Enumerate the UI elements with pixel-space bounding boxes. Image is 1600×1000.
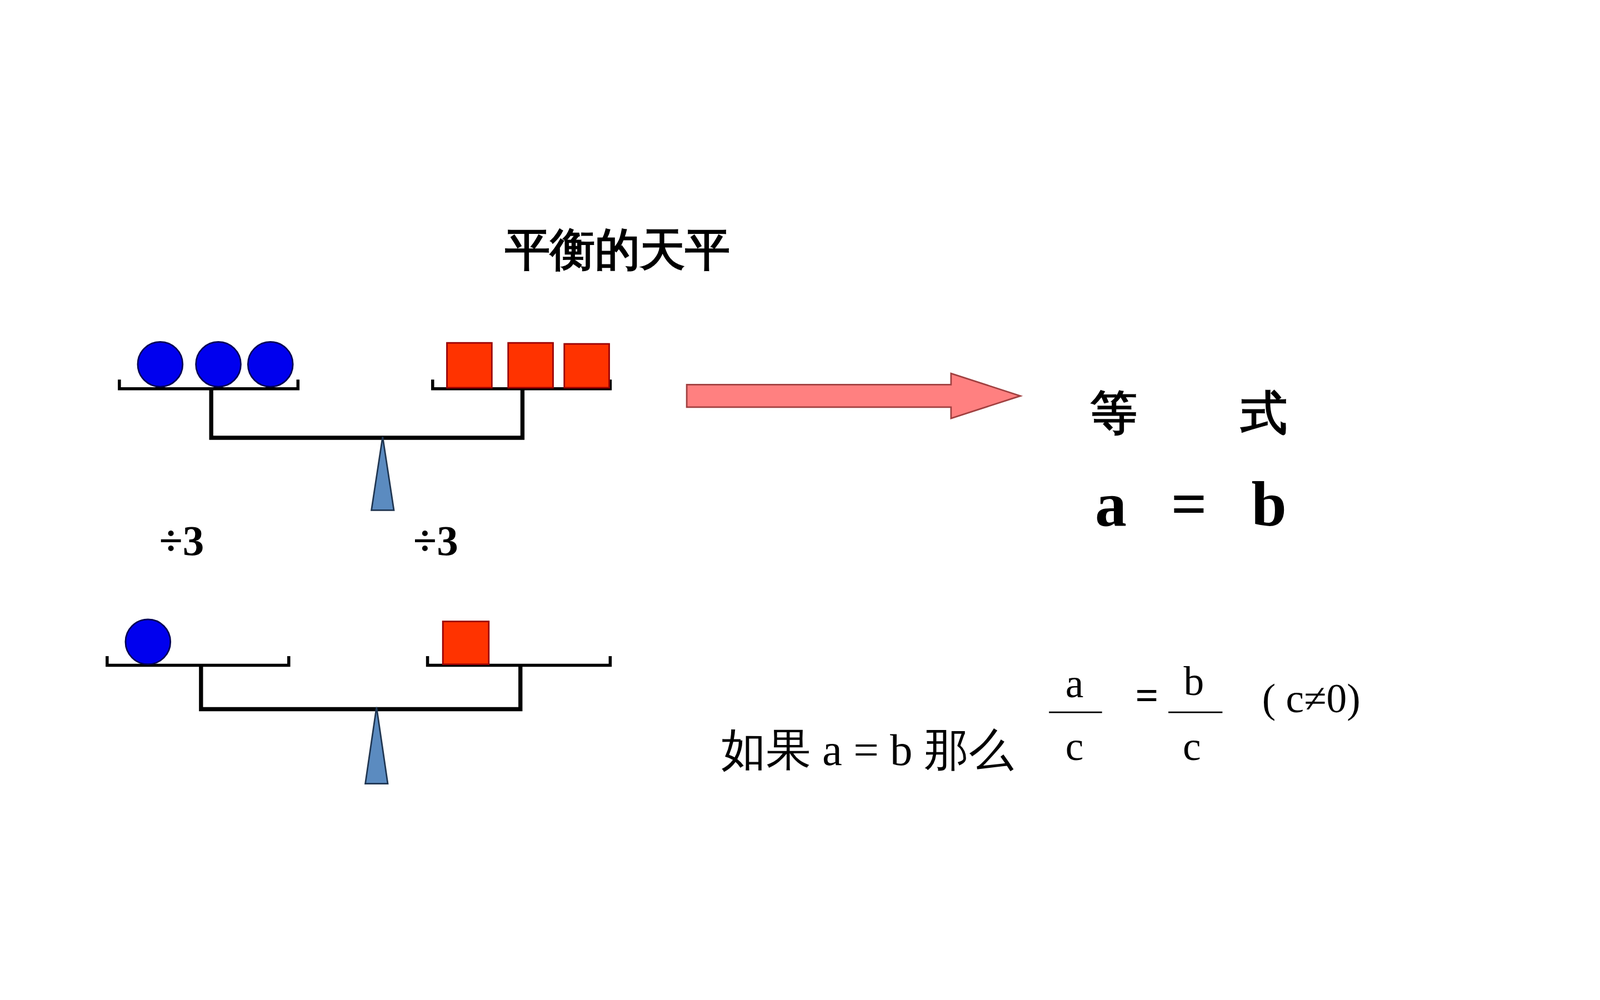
operation-label: ÷3 (158, 517, 204, 565)
numerator: a (1065, 661, 1084, 707)
square (442, 621, 489, 665)
fulcrum (371, 436, 394, 510)
condition-text: ( c≠0) (1262, 676, 1361, 722)
denominator: c (1182, 724, 1202, 770)
equation: a = b (1095, 470, 1287, 540)
ball (125, 619, 171, 665)
squares-top (446, 342, 609, 388)
denominator: c (1065, 724, 1084, 770)
operation-label: ÷3 (413, 517, 459, 565)
big-arrow (686, 373, 1021, 419)
title: 平衡的天平 (505, 225, 730, 275)
balls-top (137, 341, 293, 387)
statement-text: 如果 a = b 那么 (721, 725, 1014, 775)
balance-bottom (107, 656, 611, 710)
numerator: b (1183, 659, 1205, 705)
equals-sign: = (1135, 673, 1159, 719)
fulcrum (365, 707, 388, 784)
heading-label: 等 式 (1090, 387, 1288, 439)
